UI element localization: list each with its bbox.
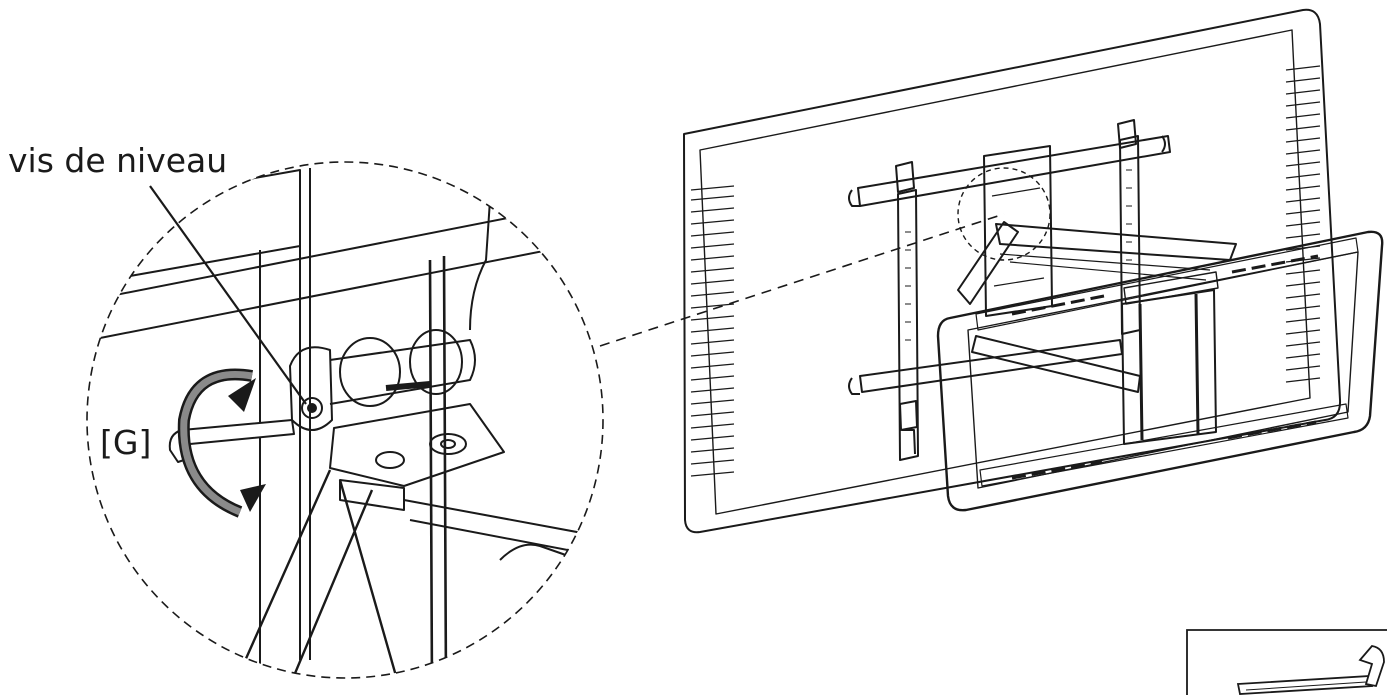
- upper-arm: [995, 223, 1237, 261]
- diagonal-arm: [971, 335, 1141, 393]
- detail-callout-marker: [957, 167, 1051, 261]
- rotation-arrow-icon: [177, 368, 266, 518]
- right-vents: [1285, 65, 1321, 383]
- tool-inset: [1186, 629, 1387, 695]
- screw-label-leader: [149, 185, 307, 405]
- allen-key-icon: [1236, 645, 1385, 695]
- front-frame-inner: [967, 251, 1359, 489]
- tool-tag-label: [G]: [100, 423, 151, 462]
- left-vertical-bracket: [897, 189, 919, 461]
- base-plate: [329, 403, 505, 487]
- left-vents: [690, 185, 735, 477]
- tv-assembly: [683, 8, 1384, 534]
- lower-arm: [957, 221, 1019, 305]
- pivot-bracket: [289, 346, 333, 431]
- tv-inner-bevel: [699, 29, 1311, 515]
- detail-zoom: [86, 161, 604, 679]
- detail-zoom-circle: [86, 161, 604, 679]
- leveling-screw-label: vis de niveau: [8, 141, 227, 180]
- front-frame: [936, 230, 1384, 512]
- leveling-screw: [301, 397, 323, 419]
- upper-tv-rail: [857, 135, 1171, 207]
- zoom-leader-line: [599, 213, 1005, 347]
